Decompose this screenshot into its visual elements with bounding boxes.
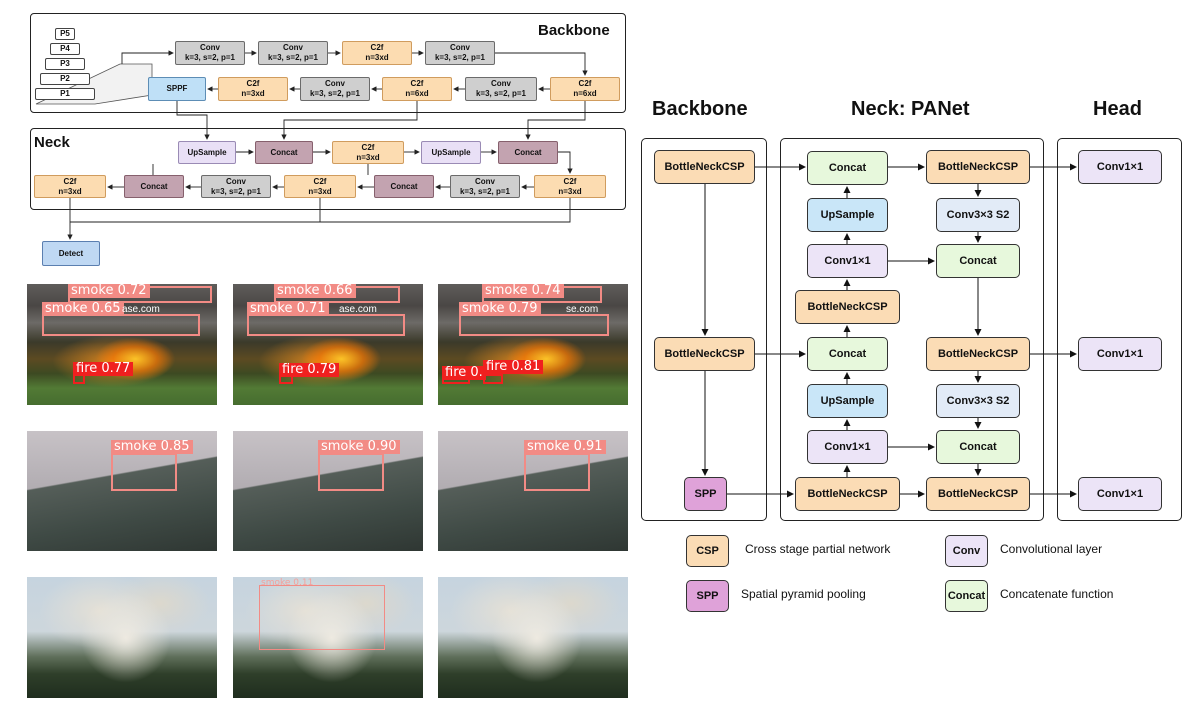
smoke-bbox	[111, 453, 177, 491]
fire-bbox-2	[483, 374, 503, 384]
neck-concat-3: Concat	[124, 175, 184, 198]
right-title-head: Head	[1093, 98, 1142, 120]
detection-image-mountain-1: smoke 0.85	[27, 431, 217, 551]
smoke-bbox-2	[247, 314, 405, 336]
detection-image-fire-1: smoke 0.72 smoke 0.65 ase.com fire 0.77	[27, 284, 217, 405]
neck-concat-c: Concat	[936, 244, 1020, 278]
smoke-bbox-2	[459, 314, 609, 336]
head-conv1x1-3: Conv1×1	[1078, 477, 1162, 511]
neck-title: Neck	[34, 134, 70, 151]
smoke-bbox-2	[42, 314, 200, 336]
watermark-text: se.com	[566, 304, 599, 315]
legend-spp-swatch: SPP	[686, 580, 729, 612]
detection-image-smoke-2: smoke 0.11	[233, 577, 423, 698]
fire-label-2: fire 0.81	[483, 360, 544, 374]
head-conv1x1-2: Conv1×1	[1078, 337, 1162, 371]
smoke-label: smoke 0.11	[261, 578, 314, 588]
neck-upsample-1: UpSample	[178, 141, 236, 164]
legend-csp-text: Cross stage partial network	[745, 542, 891, 556]
neck-conv1x1-a: Conv1×1	[807, 244, 888, 278]
right-head-box	[1057, 138, 1182, 521]
neck-concat-b: Concat	[807, 337, 888, 371]
neck-upsample-b: UpSample	[807, 384, 888, 418]
legend-conv-text: Convolutional layer	[1000, 542, 1103, 556]
head-conv1x1-1: Conv1×1	[1078, 150, 1162, 184]
smoke-bbox	[259, 585, 385, 650]
right-title-neck: Neck: PANet	[851, 98, 970, 120]
neck-concat-d: Concat	[936, 430, 1020, 464]
pyramid-level-p5: P5	[55, 28, 75, 40]
detection-image-smoke-1	[27, 577, 217, 698]
smoke-label-2: smoke 0.79	[459, 302, 541, 316]
smoke-label-1: smoke 0.74	[482, 284, 564, 298]
neck-bottleneckcsp-b: BottleNeckCSP	[795, 477, 900, 511]
smoke-label: smoke 0.85	[111, 440, 193, 454]
legend-conv-swatch: Conv	[945, 535, 988, 567]
bb-bottleneckcsp-2: BottleNeckCSP	[654, 337, 755, 371]
fire-label-1: fire 0.79	[279, 363, 340, 377]
legend-spp-text: Spatial pyramid pooling	[741, 587, 866, 601]
neck-conv1x1-b: Conv1×1	[807, 430, 888, 464]
neck-bottleneckcsp-d: BottleNeckCSP	[926, 337, 1030, 371]
neck-bottleneckcsp-e: BottleNeckCSP	[926, 477, 1030, 511]
backbone-sppf: SPPF	[148, 77, 206, 101]
fire-label-1: fire 0.	[442, 366, 486, 380]
neck-bottleneckcsp-c: BottleNeckCSP	[926, 150, 1030, 184]
fire-label-1: fire 0.77	[73, 362, 134, 376]
legend-csp-swatch: CSP	[686, 535, 729, 567]
neck-concat-2: Concat	[498, 141, 558, 164]
backbone-title: Backbone	[538, 22, 610, 39]
bb-spp: SPP	[684, 477, 727, 511]
smoke-label-1: smoke 0.72	[68, 284, 150, 298]
neck-concat-4: Concat	[374, 175, 434, 198]
neck-concat-a: Concat	[807, 151, 888, 185]
neck-conv3x3-a: Conv3×3 S2	[936, 198, 1020, 232]
smoke-bbox	[524, 453, 590, 491]
neck-bottleneckcsp-a: BottleNeckCSP	[795, 290, 900, 324]
neck-conv3x3-b: Conv3×3 S2	[936, 384, 1020, 418]
detection-image-mountain-3: smoke 0.91	[438, 431, 628, 551]
detection-image-fire-3: smoke 0.74 smoke 0.79 se.com fire 0. fir…	[438, 284, 628, 405]
neck-upsample-a: UpSample	[807, 198, 888, 232]
right-title-backbone: Backbone	[652, 98, 748, 120]
smoke-label: smoke 0.91	[524, 440, 606, 454]
detection-image-mountain-2: smoke 0.90	[233, 431, 423, 551]
pyramid-level-p4: P4	[50, 43, 80, 55]
smoke-label-2: smoke 0.65	[42, 302, 124, 316]
smoke-bbox	[318, 453, 384, 491]
neck-concat-1: Concat	[255, 141, 313, 164]
legend-concat-swatch: Concat	[945, 580, 988, 612]
smoke-label: smoke 0.90	[318, 440, 400, 454]
right-backbone-box	[641, 138, 767, 521]
watermark-text: ase.com	[339, 304, 377, 315]
neck-upsample-2: UpSample	[421, 141, 481, 164]
detection-image-smoke-3	[438, 577, 628, 698]
pyramid-level-p1: P1	[35, 88, 95, 100]
legend-concat-text: Concatenate function	[1000, 587, 1114, 601]
smoke-label-2: smoke 0.71	[247, 302, 329, 316]
pyramid-level-p2: P2	[40, 73, 90, 85]
smoke-label-1: smoke 0.66	[274, 284, 356, 298]
watermark-text: ase.com	[122, 304, 160, 315]
detect-block: Detect	[42, 241, 100, 266]
bb-bottleneckcsp-1: BottleNeckCSP	[654, 150, 755, 184]
pyramid-level-p3: P3	[45, 58, 85, 70]
detection-image-fire-2: smoke 0.66 smoke 0.71 ase.com fire 0.79	[233, 284, 423, 405]
right-neck-box	[780, 138, 1044, 521]
